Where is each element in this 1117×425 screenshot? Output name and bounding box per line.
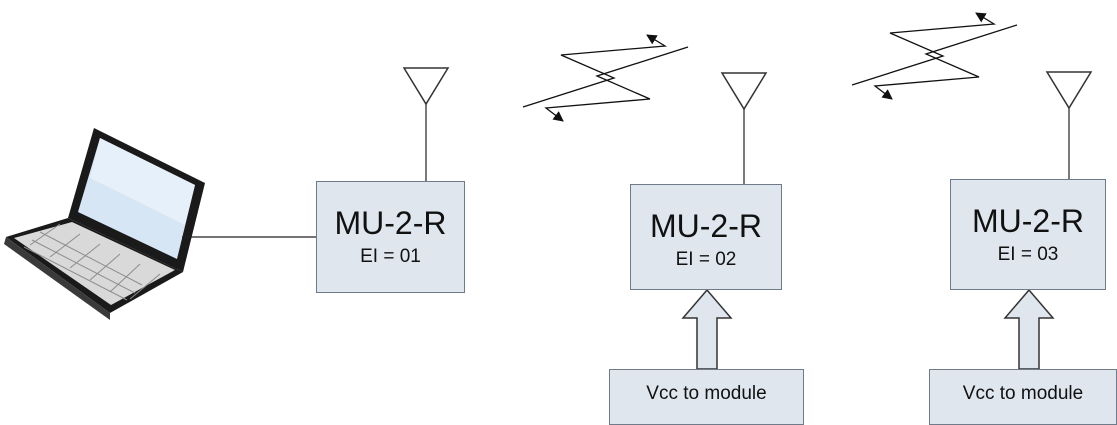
laptop-icon — [4, 128, 205, 320]
module-name: MU-2-R — [650, 208, 762, 244]
vcc-supply-box-2: Vcc to module — [929, 369, 1117, 425]
module-name: MU-2-R — [972, 203, 1084, 239]
vcc-label: Vcc to module — [962, 383, 1084, 404]
antenna-icon — [402, 67, 450, 181]
antenna-icon — [1045, 71, 1093, 179]
module-name: MU-2-R — [334, 205, 447, 241]
module-ei-label: EI = 03 — [997, 244, 1059, 265]
radio-module-1: MU-2-R EI = 01 — [316, 181, 465, 293]
module-ei-label: EI = 01 — [360, 246, 421, 267]
module-ei-label: EI = 02 — [675, 249, 737, 270]
radio-module-2: MU-2-R EI = 02 — [630, 184, 782, 290]
antenna-icon — [720, 72, 768, 184]
vcc-supply-box-1: Vcc to module — [609, 369, 804, 425]
radio-link-icon — [522, 34, 689, 122]
radio-link-icon — [851, 12, 1018, 100]
power-arrow-icon — [681, 288, 733, 370]
vcc-label: Vcc to module — [646, 383, 767, 404]
radio-module-3: MU-2-R EI = 03 — [950, 179, 1106, 290]
power-arrow-icon — [1003, 288, 1055, 370]
